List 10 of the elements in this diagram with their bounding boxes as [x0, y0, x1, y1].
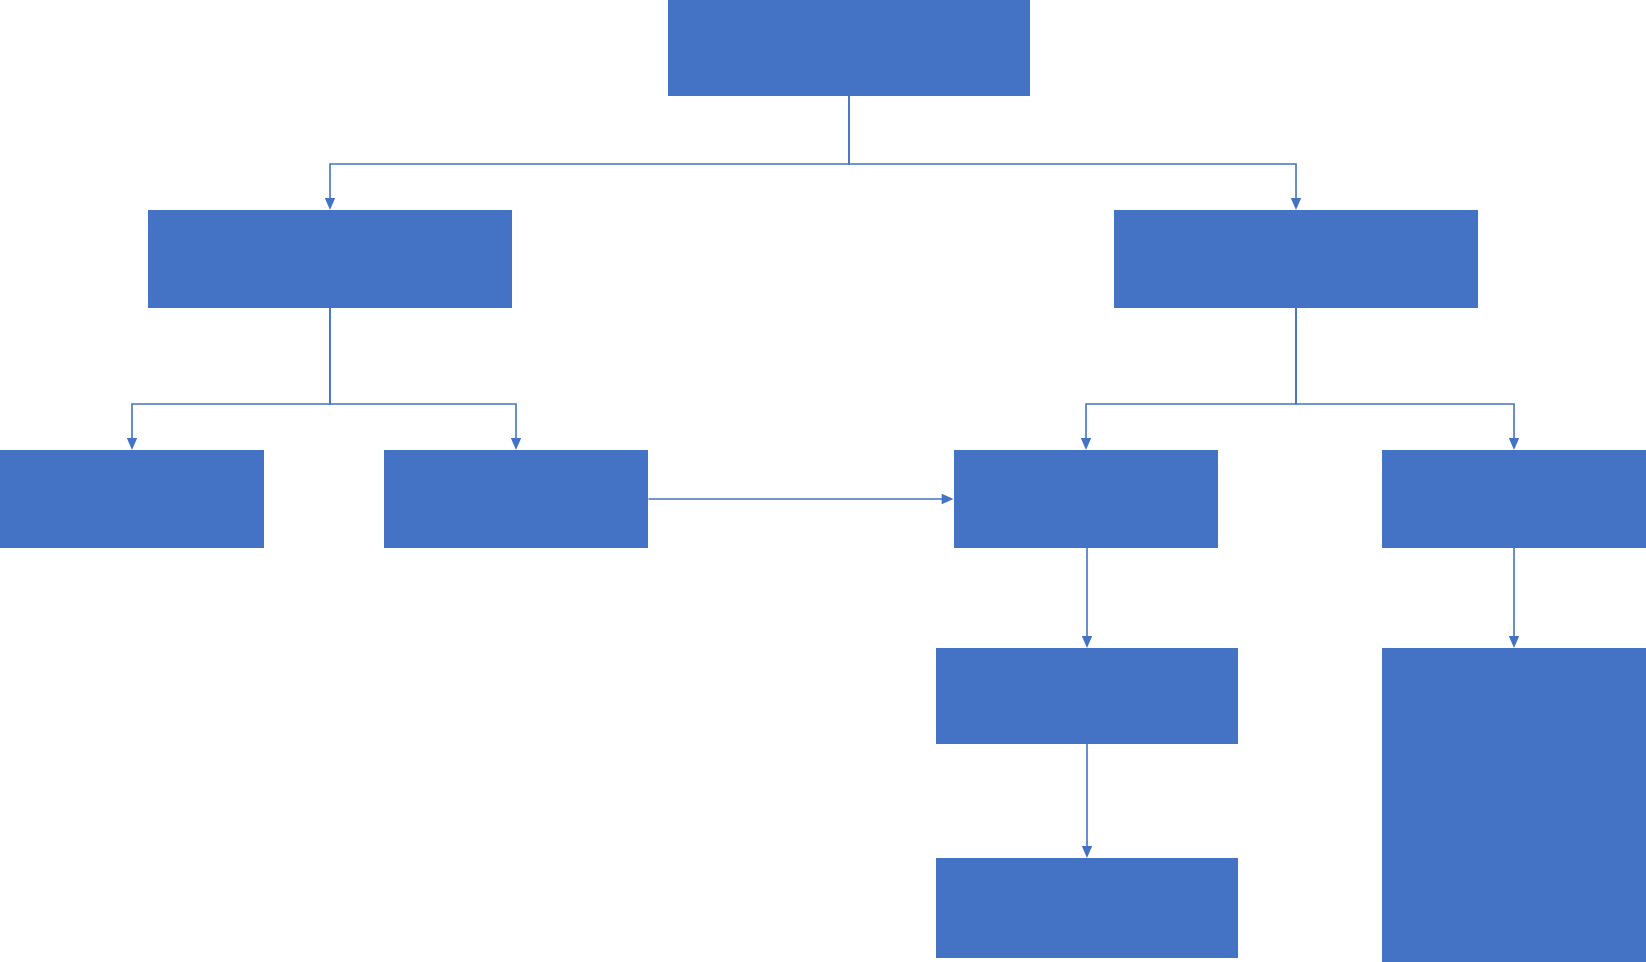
empty-box [936, 858, 1238, 958]
empty-box [1114, 210, 1478, 308]
empty-box [668, 0, 1030, 96]
empty-box [1382, 648, 1646, 962]
empty-box [148, 210, 512, 308]
empty-box [936, 648, 1238, 744]
empty-box [384, 450, 648, 548]
empty-box [1382, 450, 1646, 548]
empty-box [0, 450, 264, 548]
empty-box [954, 450, 1218, 548]
